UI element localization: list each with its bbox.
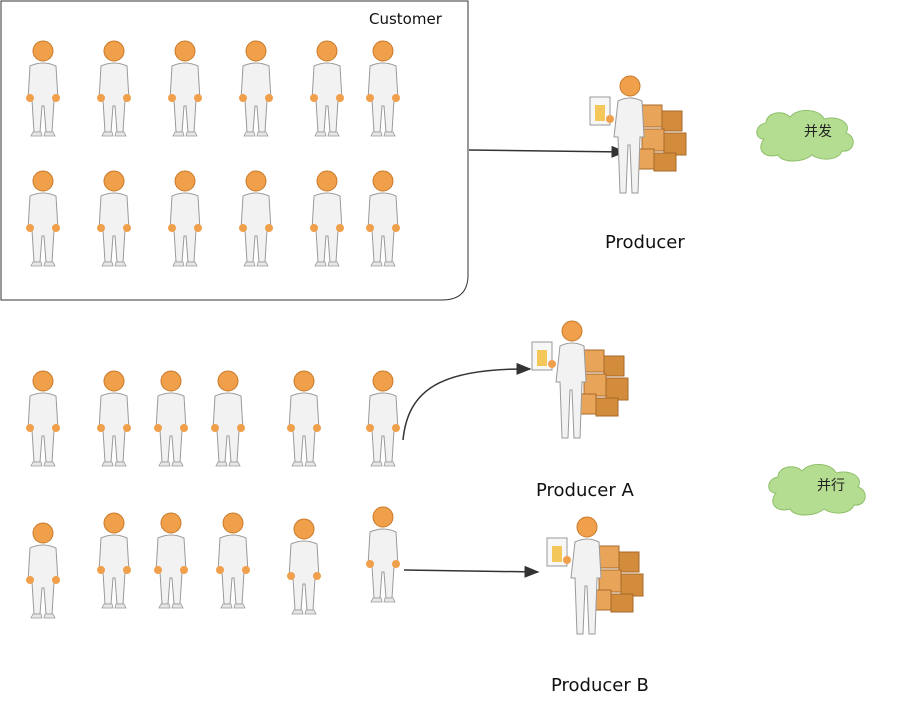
- customer-figures-row-a: [25, 370, 401, 467]
- concurrency-cloud-label: 并发: [804, 124, 832, 140]
- producer-figure: [589, 75, 687, 194]
- parallelism-cloud-label: 并行: [817, 478, 845, 494]
- producer-label: Producer: [605, 232, 685, 253]
- producer-b-label: Producer B: [551, 675, 649, 696]
- producer-a-figure: [531, 320, 629, 439]
- customer-figures-row-b: [25, 506, 401, 619]
- customer-figures-top: [25, 40, 401, 267]
- customer-group-label: Customer: [369, 10, 442, 28]
- arrow-row-b-to-producer-b: [403, 565, 540, 578]
- producer-b-figure: [546, 516, 644, 635]
- customer-group-box: [0, 0, 469, 301]
- arrow-customers-to-producer: [468, 145, 627, 158]
- producer-a-label: Producer A: [536, 480, 634, 501]
- arrow-row-a-to-producer-a: [402, 362, 532, 441]
